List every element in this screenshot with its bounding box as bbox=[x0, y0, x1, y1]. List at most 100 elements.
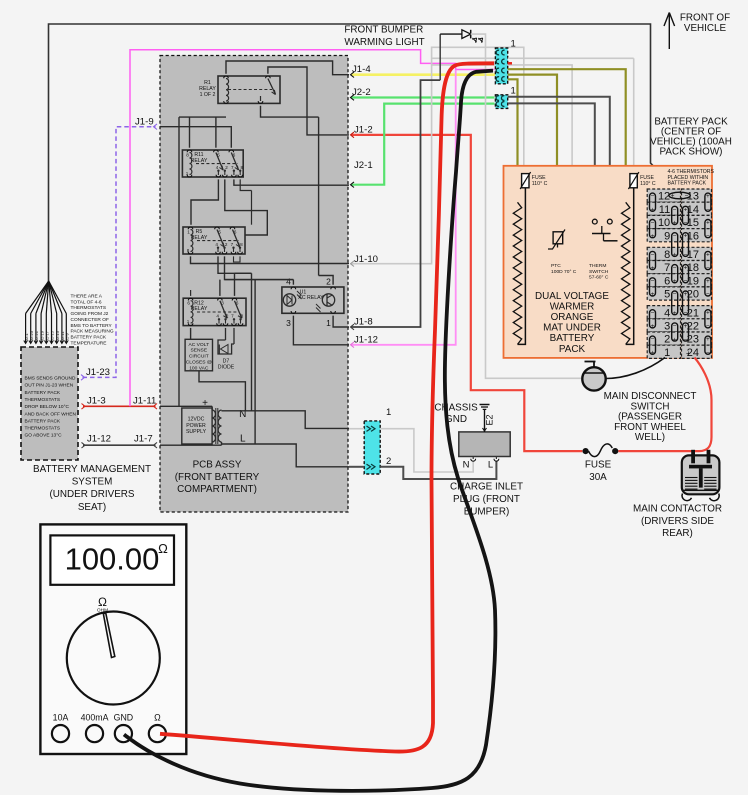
svg-text:1: 1 bbox=[664, 347, 670, 359]
svg-text:CONNECTER OF: CONNECTER OF bbox=[71, 317, 109, 323]
svg-text:BATTERY PACK: BATTERY PACK bbox=[668, 181, 707, 187]
svg-text:+: + bbox=[684, 265, 688, 272]
svg-text:6: 6 bbox=[233, 153, 236, 158]
svg-text:BATTERY PACK: BATTERY PACK bbox=[25, 418, 61, 424]
svg-text:−: − bbox=[684, 336, 688, 343]
svg-text:7: 7 bbox=[231, 165, 234, 170]
svg-text:FRONT BUMPER: FRONT BUMPER bbox=[344, 25, 423, 36]
svg-text:J1-3: J1-3 bbox=[87, 396, 106, 407]
svg-text:−: − bbox=[651, 336, 655, 343]
svg-text:21: 21 bbox=[687, 307, 699, 319]
svg-text:12: 12 bbox=[658, 191, 670, 203]
svg-text:2: 2 bbox=[225, 165, 228, 170]
svg-text:−: − bbox=[684, 310, 688, 317]
svg-text:RELAY: RELAY bbox=[191, 235, 208, 241]
svg-text:23: 23 bbox=[687, 334, 699, 346]
svg-text:BMS SENDS GROUND: BMS SENDS GROUND bbox=[25, 376, 76, 382]
svg-text:3: 3 bbox=[221, 301, 224, 306]
svg-text:16: 16 bbox=[687, 230, 699, 242]
svg-text:J1-9: J1-9 bbox=[135, 117, 154, 128]
svg-text:1: 1 bbox=[326, 318, 331, 328]
svg-text:FUSE: FUSE bbox=[532, 175, 546, 181]
svg-text:MAIN CONTACTOR: MAIN CONTACTOR bbox=[633, 504, 722, 515]
svg-text:+: + bbox=[673, 336, 677, 343]
svg-text:4-6 THERMISTORS: 4-6 THERMISTORS bbox=[668, 169, 715, 175]
svg-text:100.00: 100.00 bbox=[65, 542, 160, 577]
svg-text:8: 8 bbox=[241, 313, 244, 318]
svg-text:R1: R1 bbox=[204, 80, 211, 86]
svg-text:MAT UNDER: MAT UNDER bbox=[543, 323, 601, 334]
svg-text:J1-10: J1-10 bbox=[354, 254, 378, 265]
svg-text:−: − bbox=[673, 323, 677, 330]
svg-text:+: + bbox=[706, 310, 710, 317]
svg-text:AC VOLT: AC VOLT bbox=[189, 342, 210, 348]
svg-text:7: 7 bbox=[231, 242, 234, 247]
svg-text:J1-23: J1-23 bbox=[86, 367, 110, 378]
svg-text:110° C: 110° C bbox=[532, 181, 548, 187]
svg-text:2: 2 bbox=[226, 313, 229, 318]
svg-text:+: + bbox=[706, 251, 710, 258]
svg-text:5: 5 bbox=[664, 289, 670, 301]
svg-text:REAR): REAR) bbox=[662, 528, 693, 539]
svg-text:+: + bbox=[651, 233, 655, 240]
svg-text:FRONT OF: FRONT OF bbox=[680, 13, 730, 24]
svg-text:THERMOSTATS: THERMOSTATS bbox=[25, 397, 61, 403]
svg-text:J1-4: J1-4 bbox=[352, 64, 371, 75]
svg-text:WARMING LIGHT: WARMING LIGHT bbox=[344, 37, 424, 48]
svg-text:14: 14 bbox=[687, 204, 699, 216]
svg-text:−: − bbox=[684, 252, 688, 259]
svg-text:J2-15: J2-15 bbox=[50, 330, 55, 341]
svg-text:10A: 10A bbox=[53, 713, 69, 723]
svg-text:THERM: THERM bbox=[589, 263, 606, 269]
svg-text:BATTERY: BATTERY bbox=[550, 333, 595, 344]
svg-text:L: L bbox=[488, 460, 493, 471]
svg-text:SUPPLY: SUPPLY bbox=[186, 429, 207, 435]
svg-text:1: 1 bbox=[386, 407, 391, 418]
svg-text:−: − bbox=[673, 206, 677, 213]
svg-text:+: + bbox=[706, 193, 710, 200]
svg-text:GND: GND bbox=[114, 713, 134, 723]
svg-text:6: 6 bbox=[187, 301, 190, 306]
svg-text:J2-17: J2-17 bbox=[45, 330, 50, 341]
svg-text:24: 24 bbox=[687, 347, 699, 359]
svg-text:J2-1: J2-1 bbox=[24, 332, 29, 341]
svg-text:PLUG (FRONT: PLUG (FRONT bbox=[453, 494, 520, 505]
svg-text:SWITCH: SWITCH bbox=[631, 401, 670, 412]
svg-text:SENSE: SENSE bbox=[191, 348, 208, 354]
svg-text:POWER: POWER bbox=[186, 423, 206, 429]
svg-text:1: 1 bbox=[511, 39, 516, 50]
svg-text:VEHICLE: VEHICLE bbox=[684, 23, 727, 34]
svg-text:RELAY: RELAY bbox=[191, 306, 208, 312]
svg-text:Ω: Ω bbox=[98, 595, 107, 609]
svg-text:8: 8 bbox=[241, 165, 244, 170]
svg-text:J2-23: J2-23 bbox=[29, 330, 34, 341]
svg-text:PACK MEASURING: PACK MEASURING bbox=[71, 329, 114, 335]
svg-text:GOING FROM J2: GOING FROM J2 bbox=[71, 311, 109, 317]
svg-text:+: + bbox=[673, 252, 677, 259]
svg-text:+: + bbox=[651, 207, 655, 214]
svg-text:WELL): WELL) bbox=[635, 432, 665, 443]
svg-text:+: + bbox=[673, 310, 677, 317]
svg-text:+: + bbox=[651, 265, 655, 272]
svg-text:7: 7 bbox=[231, 313, 234, 318]
svg-text:DUAL VOLTAGE: DUAL VOLTAGE bbox=[535, 291, 609, 302]
svg-text:+: + bbox=[684, 233, 688, 240]
svg-text:+: + bbox=[202, 398, 208, 409]
svg-text:+: + bbox=[706, 278, 710, 285]
svg-text:2: 2 bbox=[664, 334, 670, 346]
svg-text:2: 2 bbox=[225, 242, 228, 247]
svg-text:J1-7: J1-7 bbox=[134, 434, 153, 445]
svg-text:12VDC: 12VDC bbox=[188, 417, 205, 423]
svg-text:−: − bbox=[673, 265, 677, 272]
svg-text:PTC: PTC bbox=[551, 263, 561, 269]
svg-text:Ω: Ω bbox=[154, 713, 161, 723]
svg-text:R11: R11 bbox=[194, 152, 203, 158]
svg-text:−: − bbox=[706, 207, 710, 214]
svg-text:TOTAL OF 4-6: TOTAL OF 4-6 bbox=[71, 299, 102, 305]
svg-text:19: 19 bbox=[687, 275, 699, 287]
svg-text:1: 1 bbox=[511, 86, 516, 97]
svg-text:4: 4 bbox=[216, 313, 219, 318]
svg-text:FUSE: FUSE bbox=[640, 175, 654, 181]
svg-text:SWITCH: SWITCH bbox=[589, 269, 609, 275]
svg-text:3: 3 bbox=[664, 321, 670, 333]
